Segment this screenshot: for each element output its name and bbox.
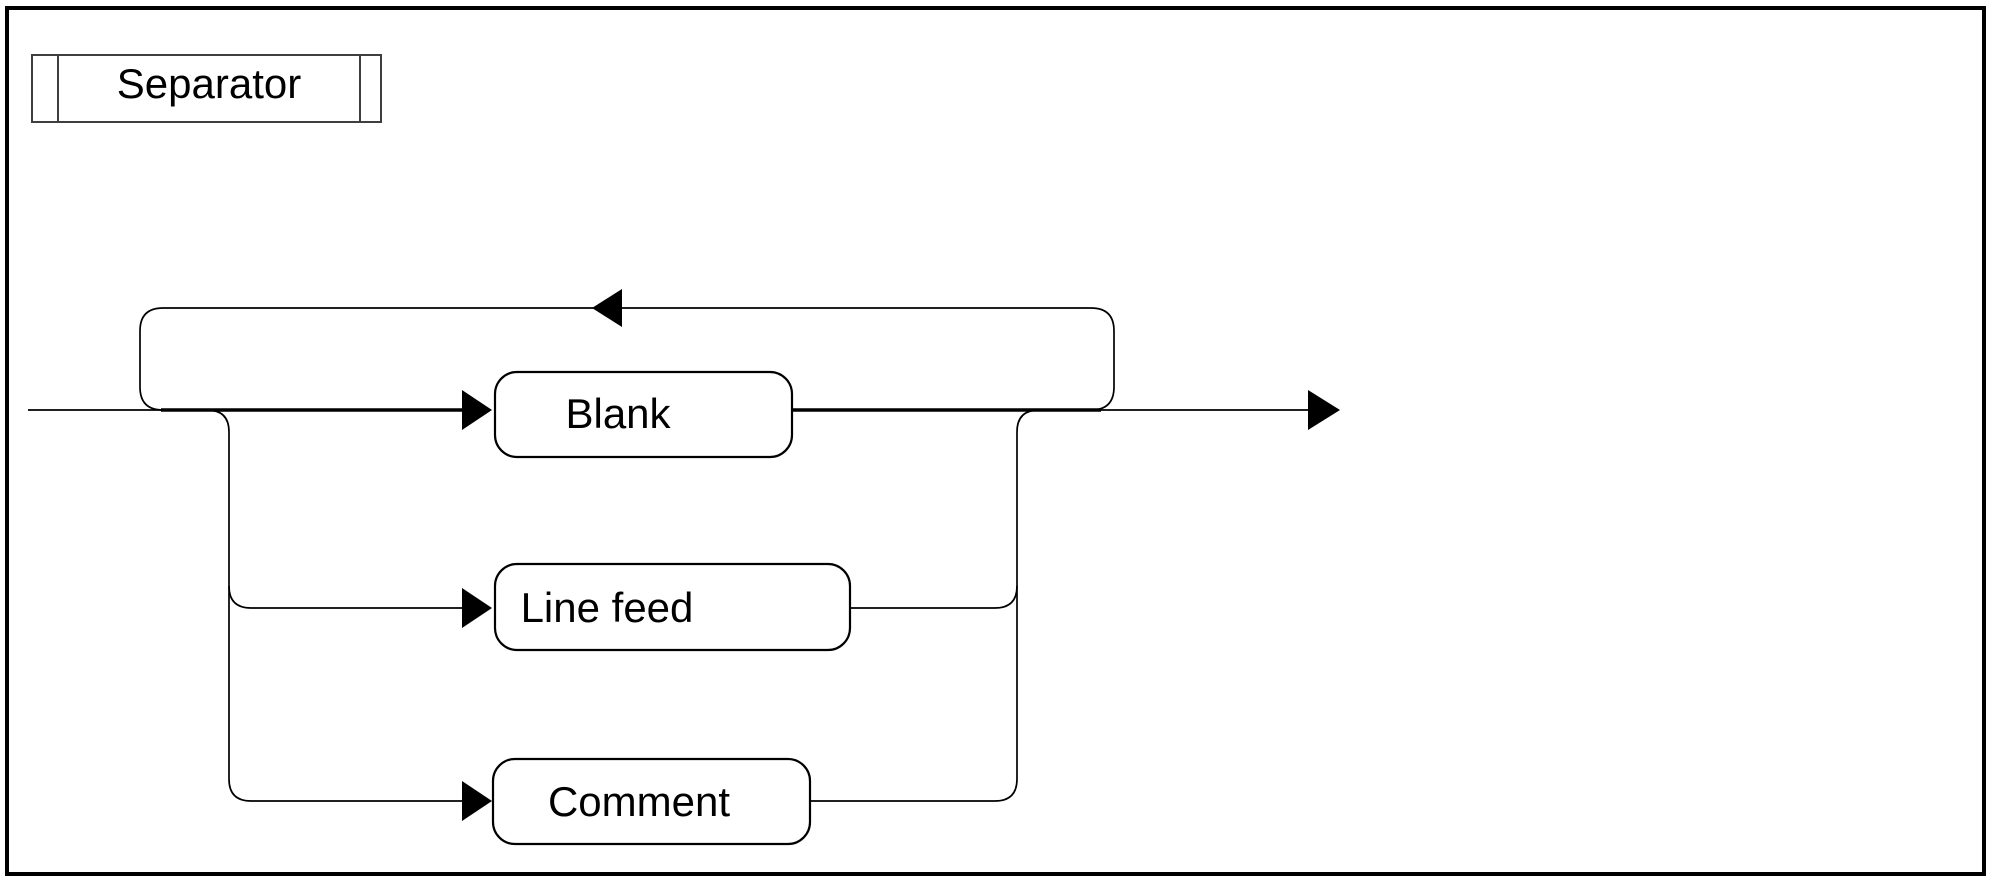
loop-back-arrow-icon (592, 289, 622, 327)
branch-rail-right-column (810, 409, 1040, 802)
diagram-frame (5, 6, 1986, 876)
branch-rail-left-column (206, 409, 462, 802)
exit-arrow-icon (1308, 390, 1340, 430)
diagram-title: Separator (117, 60, 301, 107)
line-feed-entry-arrow-icon (462, 588, 492, 628)
node-comment-label: Comment (548, 778, 730, 825)
node-blank (493, 370, 794, 459)
node-line-feed (493, 562, 852, 652)
node-line-feed-label: Line feed (521, 584, 694, 631)
title-box: Separator (31, 54, 382, 123)
title-box-rect (31, 54, 382, 123)
node-blank-label: Blank (565, 390, 671, 437)
blank-entry-arrow-icon (462, 390, 492, 430)
branch-rail-line-feed-exit (850, 585, 1018, 609)
comment-entry-arrow-icon (462, 781, 492, 821)
loop-rail (139, 307, 1115, 411)
branch-rail-line-feed-entry (228, 585, 462, 609)
